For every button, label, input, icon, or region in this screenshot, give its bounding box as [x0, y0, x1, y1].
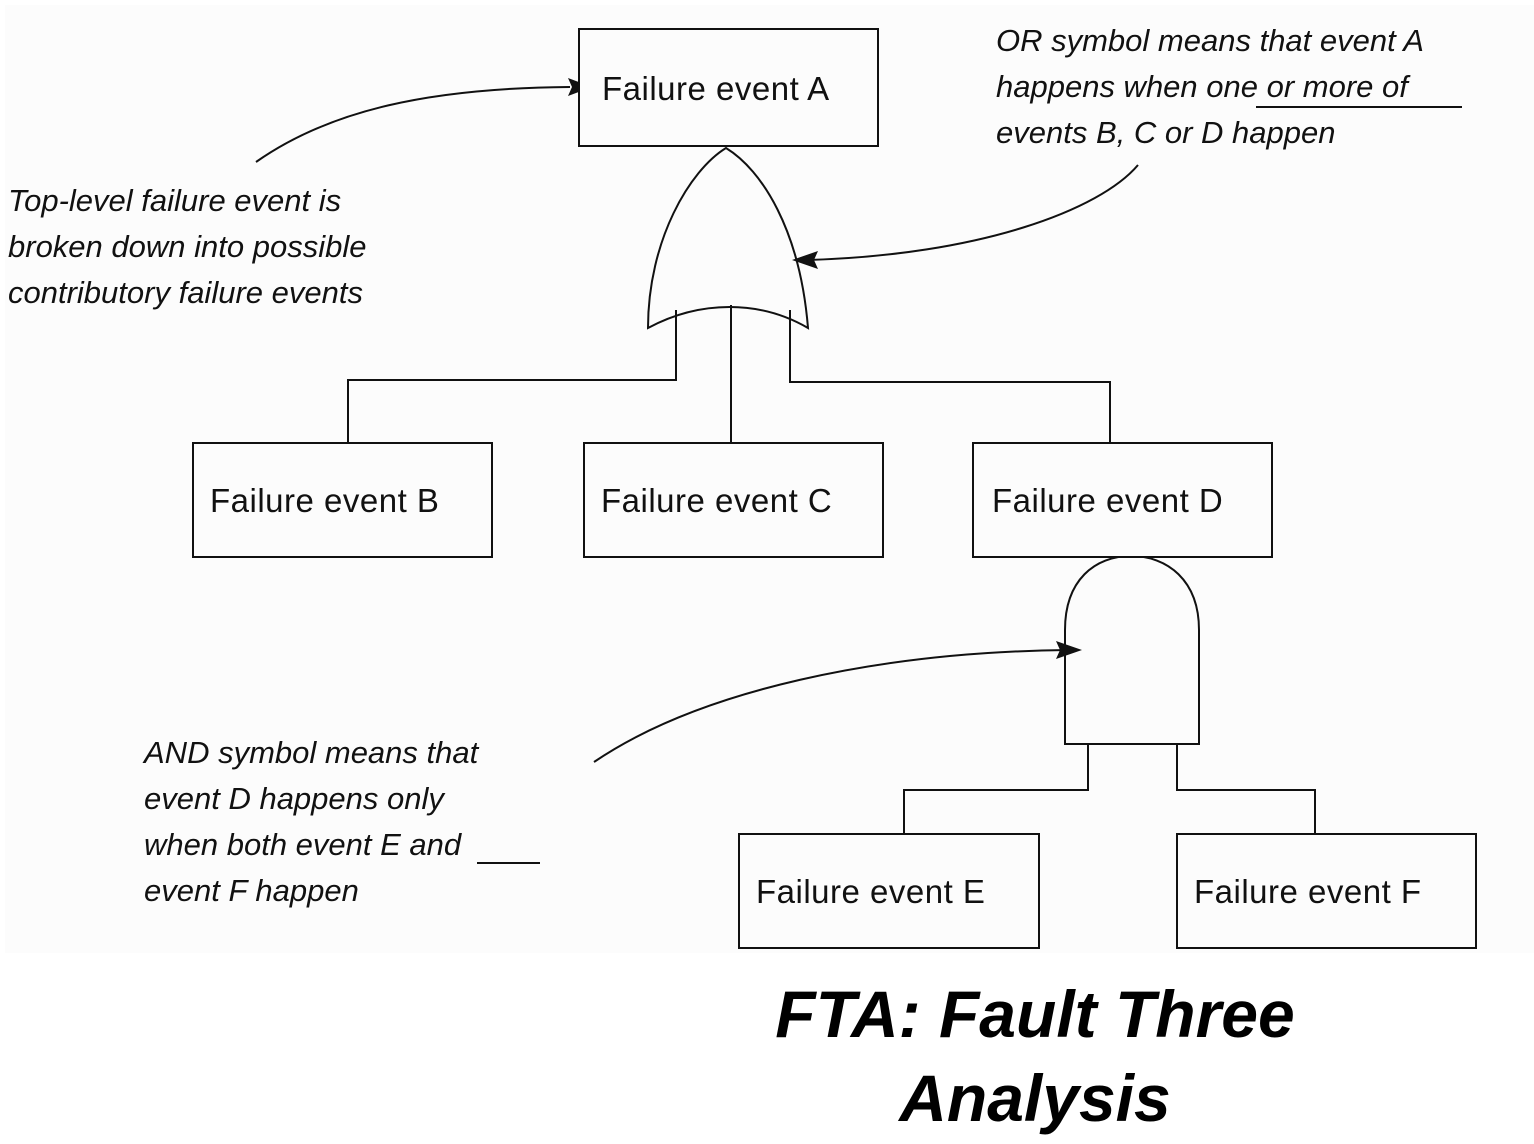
- event-box-e: Failure event E: [738, 833, 1040, 949]
- event-box-d: Failure event D: [972, 442, 1273, 558]
- note-and-line-4: event F happen: [144, 873, 359, 908]
- note-top-level-line: contributory failure events: [8, 275, 363, 310]
- event-box-f: Failure event F: [1176, 833, 1477, 949]
- or-gate-symbol: [646, 146, 810, 330]
- event-label-e: Failure event E: [756, 873, 986, 910]
- note-and-line-3-text: when both event E a: [144, 827, 427, 862]
- event-label-a: Failure event A: [602, 70, 830, 107]
- and-gate-symbol: [1064, 554, 1200, 745]
- event-box-b: Failure event B: [192, 442, 493, 558]
- note-or-line-2-text: happens when: [996, 69, 1207, 104]
- slide-title-line-1: FTA: Fault Three: [775, 977, 1295, 1051]
- note-top-level-line: broken down into possible: [8, 229, 367, 264]
- leader-top-level: [255, 86, 571, 163]
- connector-or-to-d: [789, 310, 1111, 442]
- note-or-line-2: happens when one or more of: [996, 64, 1424, 110]
- event-label-c: Failure event C: [601, 482, 833, 519]
- event-label-b: Failure event B: [210, 482, 440, 519]
- event-label-f: Failure event F: [1194, 873, 1422, 910]
- note-or-line-1: OR symbol means that event A: [996, 23, 1424, 58]
- event-box-a: Failure event A: [578, 28, 879, 147]
- note-and-line-1: AND symbol means that: [144, 735, 479, 770]
- note-or-line-2-emphasis: one or more of: [1206, 69, 1408, 104]
- connector-and-to-e: [903, 744, 1089, 834]
- note-top-level-line: Top-level failure event is: [8, 183, 342, 218]
- note-and-symbol: AND symbol means that event D happens on…: [144, 730, 478, 914]
- connector-or-to-b: [347, 310, 677, 442]
- arrowhead-and-symbol: [1056, 641, 1082, 659]
- note-and-line-3: when both event E and: [144, 822, 478, 868]
- slide-title-line-2: Analysis: [899, 1061, 1171, 1135]
- note-and-line-2: event D happens only: [144, 781, 444, 816]
- arrowhead-or-symbol: [792, 251, 818, 269]
- connector-and-to-f: [1176, 744, 1316, 834]
- note-or-symbol: OR symbol means that event A happens whe…: [996, 18, 1424, 156]
- note-and-line-3-emphasis: nd: [426, 827, 462, 862]
- event-box-c: Failure event C: [583, 442, 884, 558]
- note-or-line-3: events B, C or D happen: [996, 115, 1336, 150]
- leader-and-symbol: [593, 649, 1069, 763]
- note-top-level: Top-level failure event is broken down i…: [8, 178, 366, 316]
- event-label-d: Failure event D: [992, 482, 1224, 519]
- leader-or-symbol: [807, 164, 1139, 261]
